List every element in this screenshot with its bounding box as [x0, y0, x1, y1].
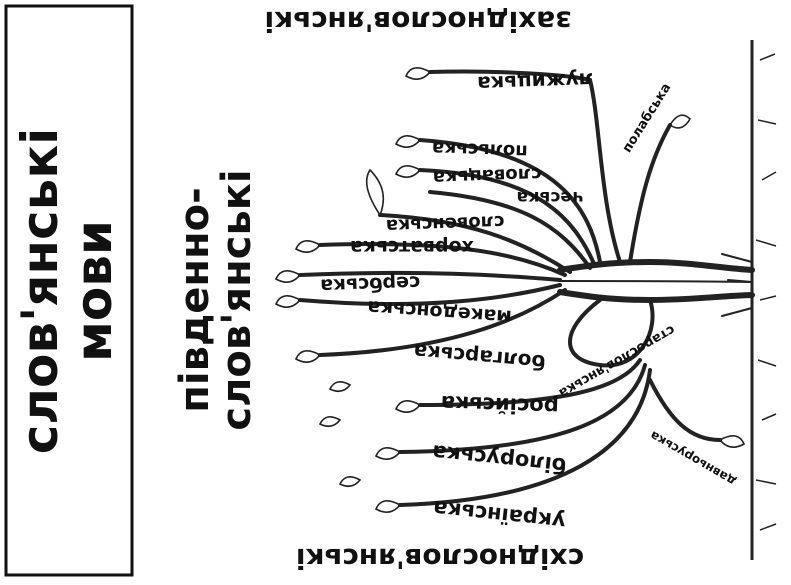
- label-slovenska: словенська: [386, 211, 505, 236]
- label-khorvatska: хорватська: [350, 236, 474, 258]
- label-rosiiska: російська: [440, 391, 559, 419]
- label-ukrainska: українська: [432, 496, 567, 534]
- group-southern-line-2: слов'янські: [214, 169, 260, 430]
- label-cheska: чеська: [516, 187, 583, 207]
- label-luzhytska: лужицька: [477, 68, 594, 96]
- label-polska: польська: [432, 137, 528, 161]
- group-western-label: західнослов'янські: [265, 5, 572, 38]
- group-southern-line-1: південно-: [172, 187, 218, 412]
- title-line-1: слов'янські: [11, 128, 69, 455]
- label-bolharska: болгарська: [413, 339, 547, 374]
- label-slovatska: словацька: [432, 163, 542, 188]
- title-line-2: мови: [65, 220, 123, 362]
- label-serbska: сербська: [320, 271, 421, 296]
- ground: [752, 40, 776, 560]
- label-polabska: полабська: [620, 81, 674, 156]
- label-staroslovianska: старослов'янська: [556, 322, 677, 401]
- group-eastern-label: східнослов'янські: [296, 542, 584, 575]
